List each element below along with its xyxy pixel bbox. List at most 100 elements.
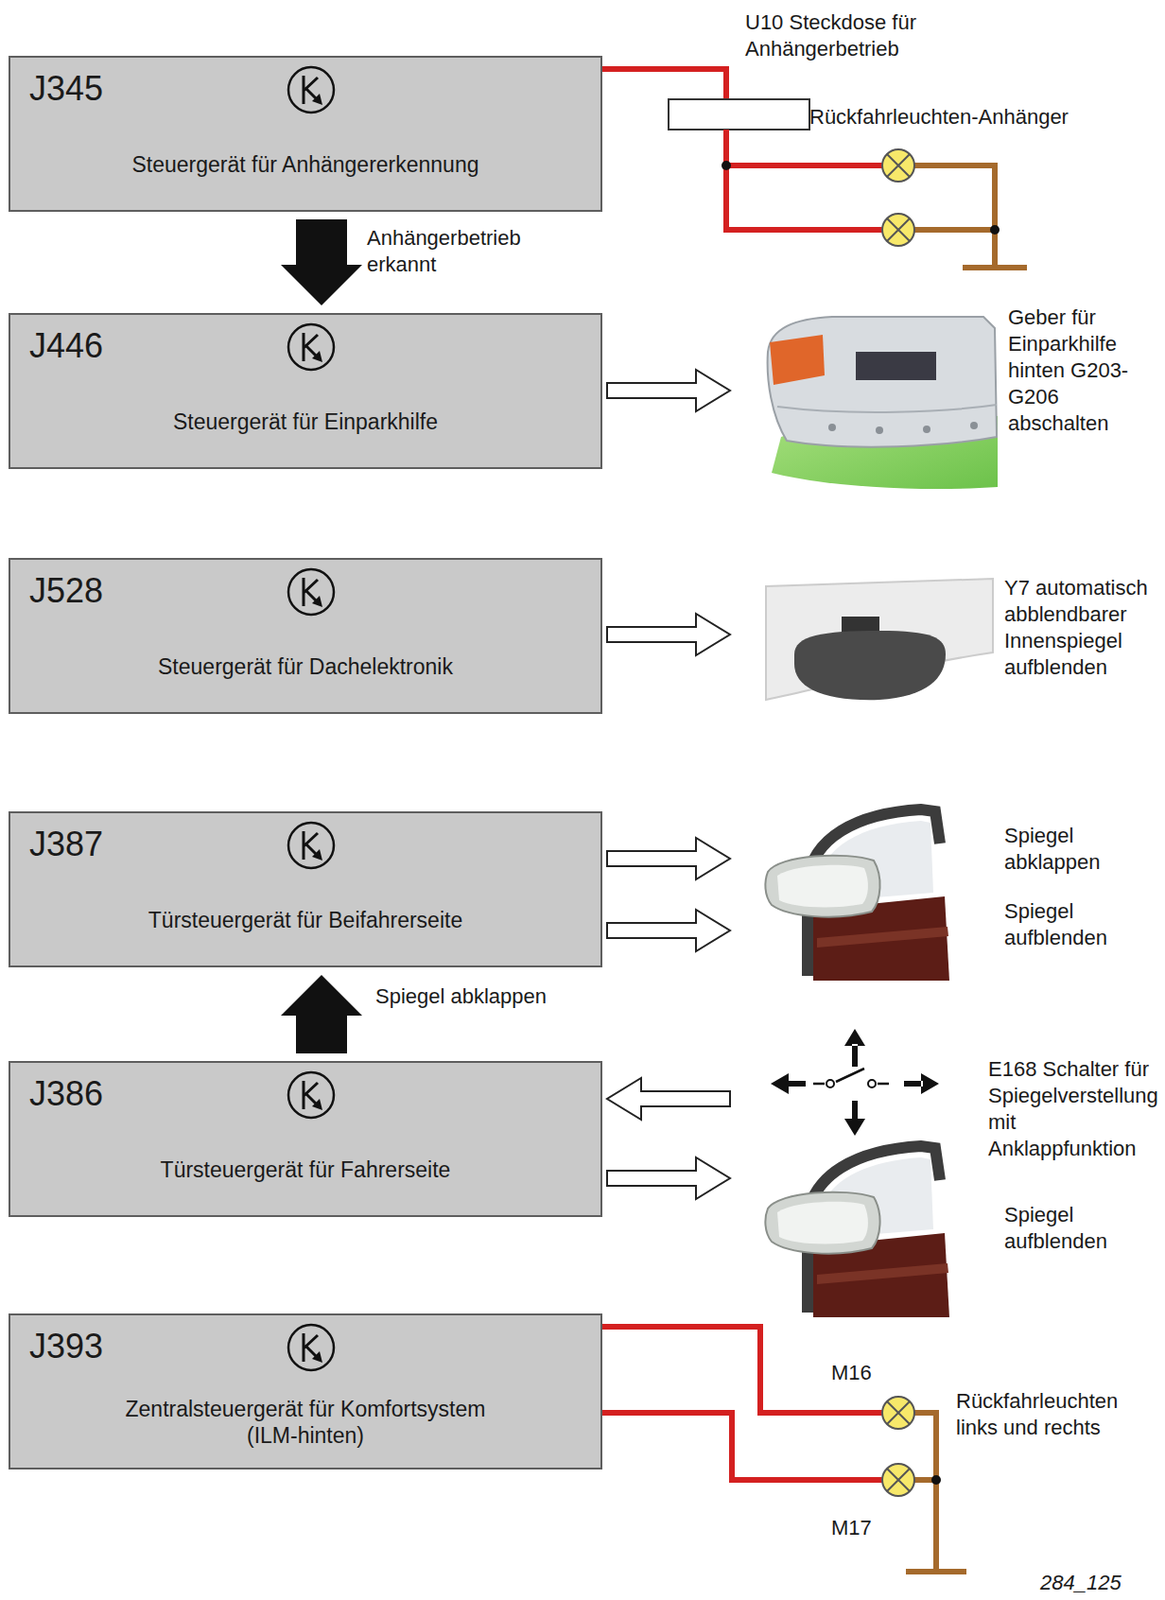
k-circle [288, 1324, 334, 1371]
unit-name: Steuergerät für Dachelektronik [106, 653, 505, 680]
k-circle [288, 569, 334, 615]
direction-arrow [770, 1073, 806, 1095]
unit-name: Steuergerät für Anhängererkennung [106, 151, 505, 178]
lamp-label: Rückfahrleuchten-Anhänger [809, 104, 1122, 131]
switch-contact [868, 1079, 876, 1088]
lamp-label: Rückfahrleuchten links und rechts [956, 1388, 1150, 1442]
figure-number: 284_125 [1040, 1569, 1122, 1597]
k-arrowhead [312, 93, 323, 105]
part-number: M17 [831, 1514, 872, 1542]
signal-arrow [280, 219, 363, 306]
sensor-dot [970, 421, 978, 430]
wire [602, 69, 727, 100]
k-arrowhead [312, 350, 323, 363]
lamp-cross [886, 218, 910, 242]
edge-label: Spiegel abklappen [375, 983, 622, 1010]
door-mirror [765, 809, 950, 981]
signal-arrow [280, 974, 363, 1054]
unit-code: J393 [29, 1326, 104, 1367]
door-mirror [765, 1146, 950, 1318]
k-circle [288, 822, 334, 869]
k-circle [288, 324, 334, 370]
unit-code: J386 [29, 1074, 104, 1114]
output-arrow [607, 909, 731, 952]
k-line-symbol [284, 1321, 338, 1374]
junction-dot [990, 225, 1000, 235]
control-unit-box: J528Steuergerät für Dachelektronik [8, 557, 603, 714]
car-body [767, 316, 997, 448]
bumper-line [777, 404, 997, 413]
action-label: Spiegel aufblenden [1004, 898, 1161, 952]
control-unit-box: J393Zentralsteuergerät für Komfortsystem… [8, 1313, 603, 1470]
socket-label: U10 Steckdose für Anhängerbetrieb [745, 9, 963, 63]
output-arrow [607, 837, 731, 880]
part-number: M16 [831, 1359, 872, 1387]
wire [602, 1412, 883, 1480]
control-unit-box: J345Steuergerät für Anhängererkennung [8, 55, 603, 212]
output-arrow [607, 1157, 731, 1200]
sensor-dot [875, 426, 884, 435]
unit-name: Türsteuergerät für Beifahrerseite [106, 906, 505, 934]
action-label: Spiegel aufblenden [1004, 1201, 1161, 1255]
direction-arrow [904, 1073, 939, 1095]
edge-label: Anhängerbetrieb erkannt [366, 225, 566, 279]
ground-symbol [962, 264, 1027, 271]
lamp-symbol [882, 149, 915, 182]
unit-code: J387 [29, 824, 104, 865]
k-arrowhead [312, 849, 323, 861]
license-plate [855, 351, 937, 381]
k-arrowhead [312, 1098, 323, 1111]
switch-contact [826, 1079, 835, 1088]
unit-code: J345 [29, 69, 104, 109]
k-circle [288, 67, 334, 113]
sensor-label: Geber für Einparkhilfe hinten G203-G206 … [1008, 304, 1160, 437]
unit-name: Steuergerät für Einparkhilfe [106, 408, 505, 435]
headliner [765, 578, 993, 700]
tail-light [769, 334, 825, 385]
lamp-symbol [882, 1463, 915, 1496]
wire [726, 129, 883, 230]
sensor-dot [828, 423, 836, 432]
output-arrow [607, 369, 731, 412]
k-arrowhead [312, 1351, 323, 1363]
input-arrow [607, 1078, 731, 1120]
junction-dot [931, 1475, 941, 1485]
interior-mirror [794, 630, 946, 700]
lamp-cross [886, 1401, 910, 1425]
output-arrow [607, 613, 731, 656]
mirror-label: Y7 automatisch abblendbarer Innenspiegel… [1004, 574, 1164, 681]
socket-symbol [668, 99, 810, 130]
control-unit-box: J386Türsteuergerät für Fahrerseite [8, 1060, 603, 1218]
k-line-symbol [284, 320, 338, 374]
sensor-dot [922, 425, 931, 434]
unit-code: J446 [29, 326, 104, 366]
lamp-cross [886, 154, 910, 177]
action-label: Spiegel abklappen [1004, 822, 1161, 876]
ground-symbol [905, 1568, 967, 1575]
wire [602, 1326, 883, 1413]
ground-wire [914, 165, 995, 268]
junction-dot [721, 160, 731, 171]
lamp-symbol [882, 1396, 915, 1429]
unit-name: Zentralsteuergerät für Komfortsystem (IL… [106, 1395, 505, 1449]
k-line-symbol [284, 1068, 338, 1122]
k-line-symbol [284, 818, 338, 872]
k-line-symbol [284, 565, 338, 619]
ground-wire [914, 226, 995, 233]
lamp-symbol [882, 213, 915, 246]
wire [726, 162, 883, 169]
control-unit-box: J387Türsteuergerät für Beifahrerseite [8, 811, 603, 968]
k-arrowhead [312, 595, 323, 608]
k-line-symbol [284, 63, 338, 117]
control-unit-box: J446Steuergerät für Einparkhilfe [8, 312, 603, 470]
switch-symbol [813, 1068, 889, 1084]
unit-code: J528 [29, 571, 104, 611]
lamp-cross [886, 1468, 910, 1492]
k-circle [288, 1072, 334, 1118]
direction-arrow [844, 1028, 866, 1067]
ground-wire [914, 1412, 937, 1572]
switch-label: E168 Schalter für Spiegelverstellung mit… [988, 1056, 1164, 1163]
unit-name: Türsteuergerät für Fahrerseite [106, 1156, 505, 1183]
